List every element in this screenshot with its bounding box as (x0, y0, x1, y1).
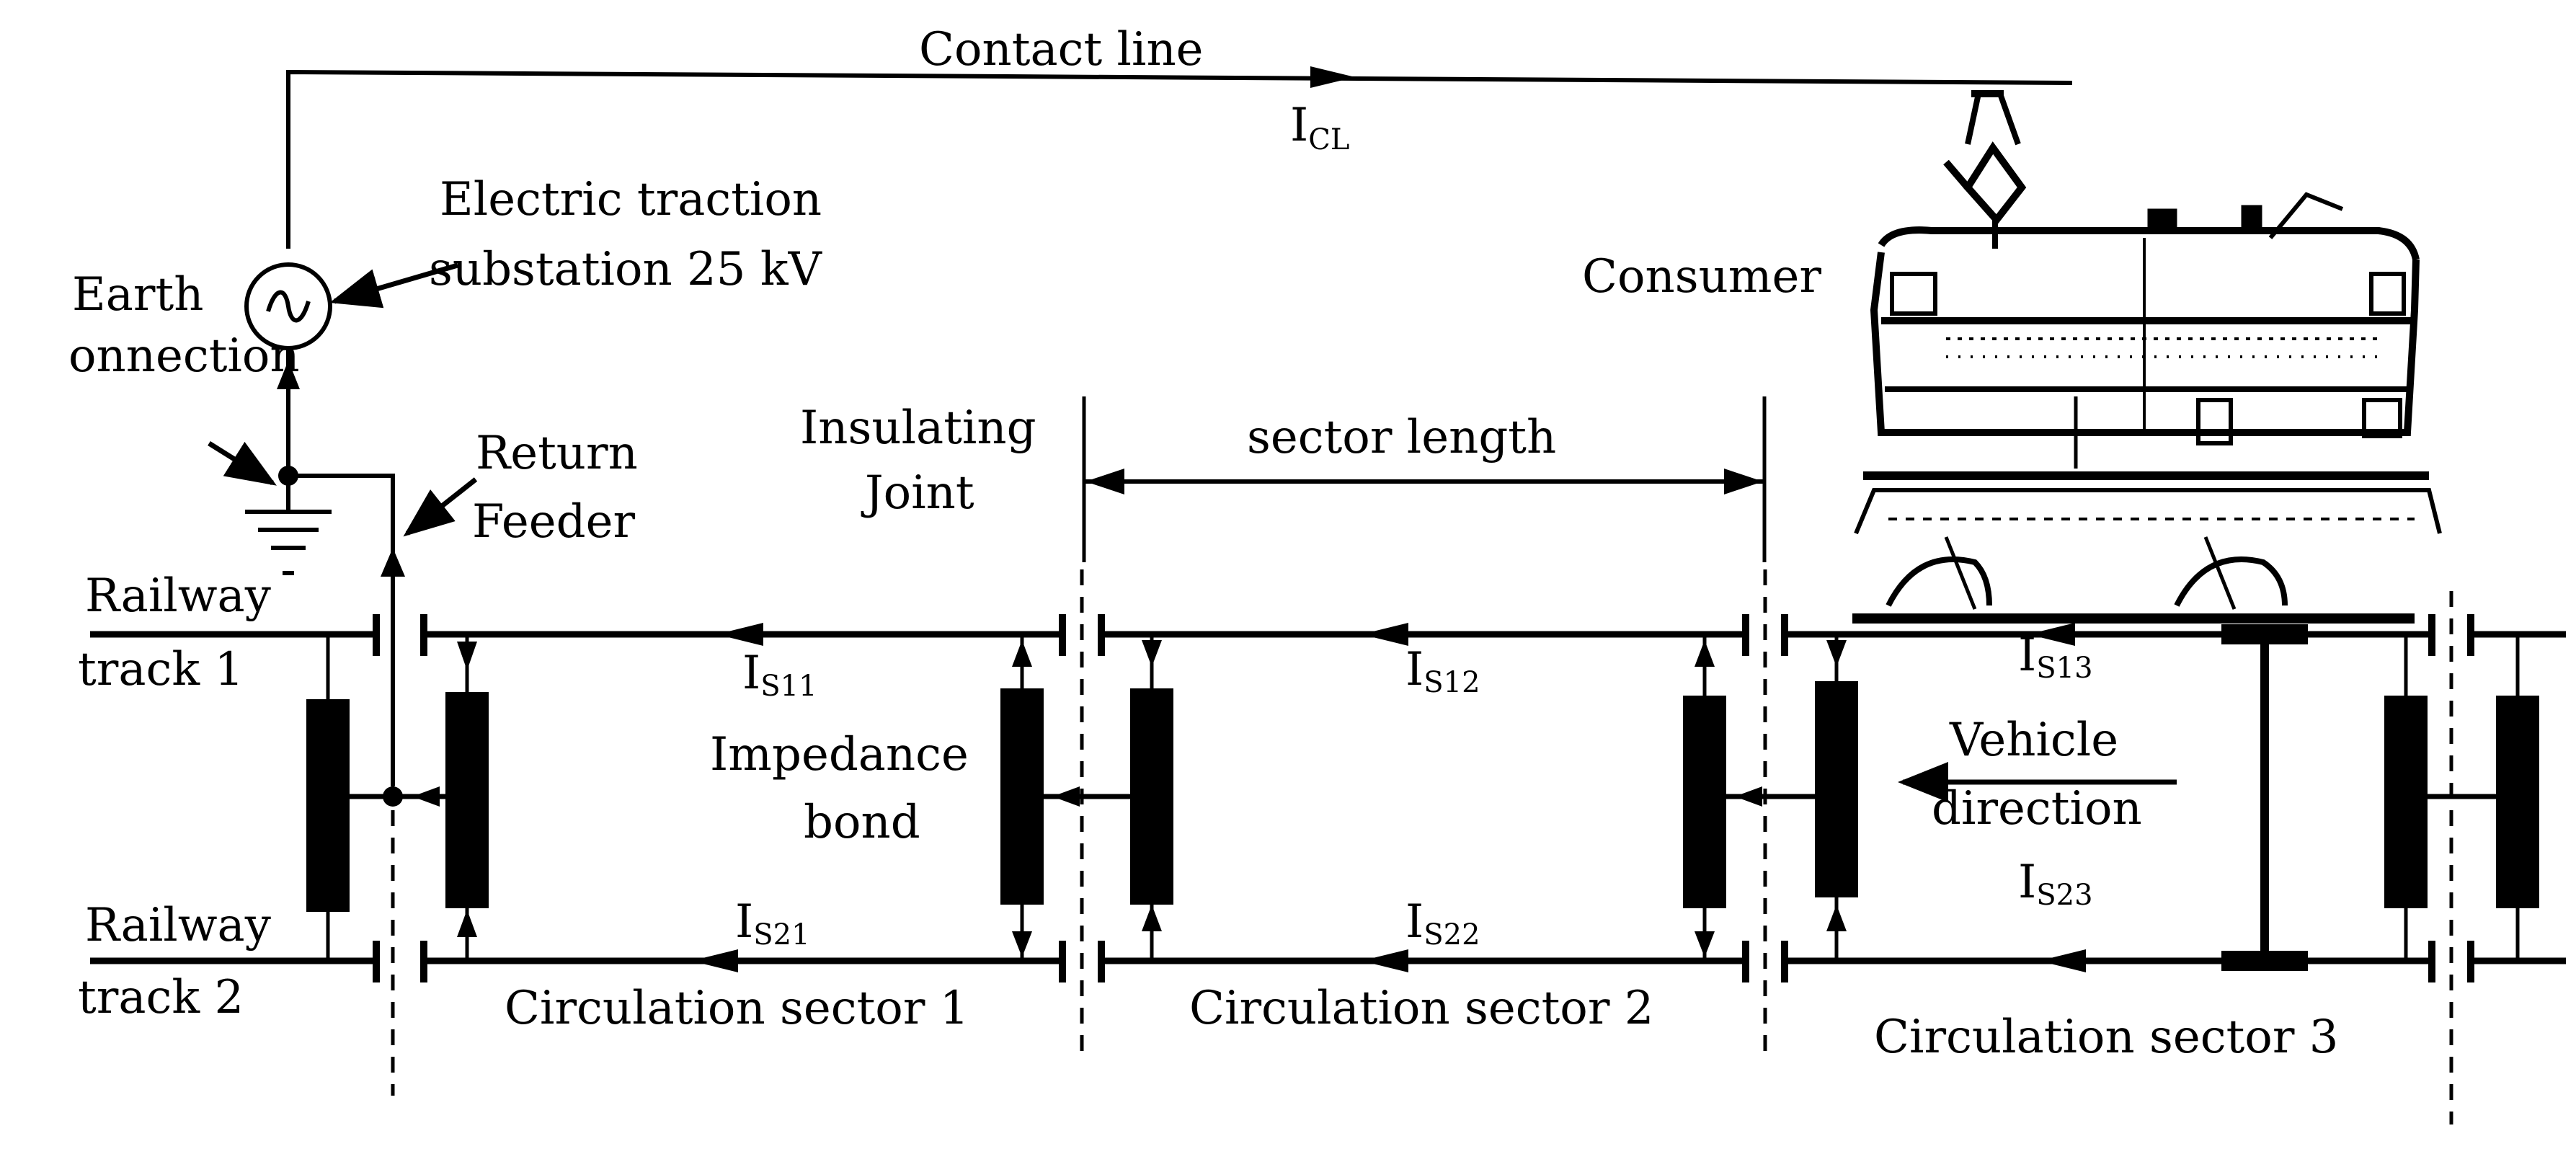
impedance-bond-sector1-right (1000, 634, 1044, 961)
insulating-joint-label-line1: Insulating (800, 402, 1036, 455)
impedance-bond-sector2-left (1130, 634, 1173, 961)
circulation-sector-1-label: Circulation sector 1 (505, 982, 969, 1035)
track2-label-line1: Railway (85, 899, 271, 952)
insulating-joint-ticks (373, 614, 2474, 982)
bond-link-arrow-3 (1735, 786, 1762, 807)
insulating-joint-label-line2: Joint (861, 466, 974, 520)
current-is13-label: IS13 (2018, 629, 2093, 685)
earth-junction-dot (278, 466, 298, 486)
substation-label-line1: Electric traction (440, 173, 822, 226)
return-feeder-label-line2: Feeder (472, 495, 636, 549)
impedance-bond-label-line1: Impedance (710, 728, 969, 781)
current-is23-label: IS23 (2018, 856, 2093, 912)
impedance-bond-far-right (2496, 634, 2539, 961)
locomotive-icon (1852, 90, 2442, 624)
vehicle-direction-label-line1: Vehicle (1949, 714, 2118, 767)
vehicle-direction-label-line2: direction (1932, 782, 2142, 835)
current-is12-label: IS12 (1405, 643, 1480, 699)
impedance-bond-left-outer (306, 634, 350, 961)
return-feeder-junction-dot (383, 786, 403, 807)
circulation-sector-2-label: Circulation sector 2 (1189, 982, 1653, 1035)
impedance-bond-label-line2: bond (804, 796, 920, 849)
impedance-bond-sector2-right (1683, 634, 1726, 961)
sector-length-arrow-right (1724, 469, 1763, 494)
return-feeder-arrow (381, 548, 405, 577)
impedance-bond-sector3-left (1815, 634, 1858, 961)
sector-length-dimension (1082, 396, 1767, 562)
earth-up-arrow (277, 360, 300, 389)
current-is22-label: IS22 (1405, 895, 1480, 951)
rail-current-arrows (691, 623, 2086, 972)
track1-label-line1: Railway (85, 569, 271, 623)
return-feeder-label-line1: Return (476, 427, 638, 480)
current-is11-label: IS11 (742, 647, 817, 703)
vehicle-axle-short-circuit (2221, 624, 2308, 971)
earth-pointer-arrow (208, 441, 277, 486)
substation-label-line2: substation 25 kV (429, 243, 823, 296)
impedance-bond-sector1-left (445, 634, 489, 961)
contact-line-arrow (1310, 66, 1355, 88)
earth-label-line1: Earth (72, 268, 203, 321)
track1-label-line2: track 1 (78, 643, 244, 696)
ground-icon (245, 510, 332, 575)
current-icl-label: ICL (1290, 99, 1349, 156)
sector-length-label: sector length (1247, 411, 1556, 464)
bond-link-arrow-1 (412, 786, 440, 807)
consumer-label: Consumer (1582, 250, 1821, 303)
return-feeder-pointer-arrow (403, 477, 478, 537)
substation-pointer-arrow (329, 262, 458, 309)
insulating-joint-dashed-lines (391, 569, 2453, 1124)
sector-length-arrow-left (1085, 469, 1124, 494)
contact-line (286, 69, 2073, 249)
contact-line-label: Contact line (919, 23, 1204, 76)
impedance-bond-sector3-right (2384, 634, 2428, 961)
track2-label-line2: track 2 (78, 971, 244, 1024)
bond-link-arrow-2 (1052, 786, 1080, 807)
current-is21-label: IS21 (735, 895, 810, 951)
circulation-sector-3-label: Circulation sector 3 (1874, 1011, 2338, 1064)
earth-label-line2: onnection (68, 329, 300, 383)
